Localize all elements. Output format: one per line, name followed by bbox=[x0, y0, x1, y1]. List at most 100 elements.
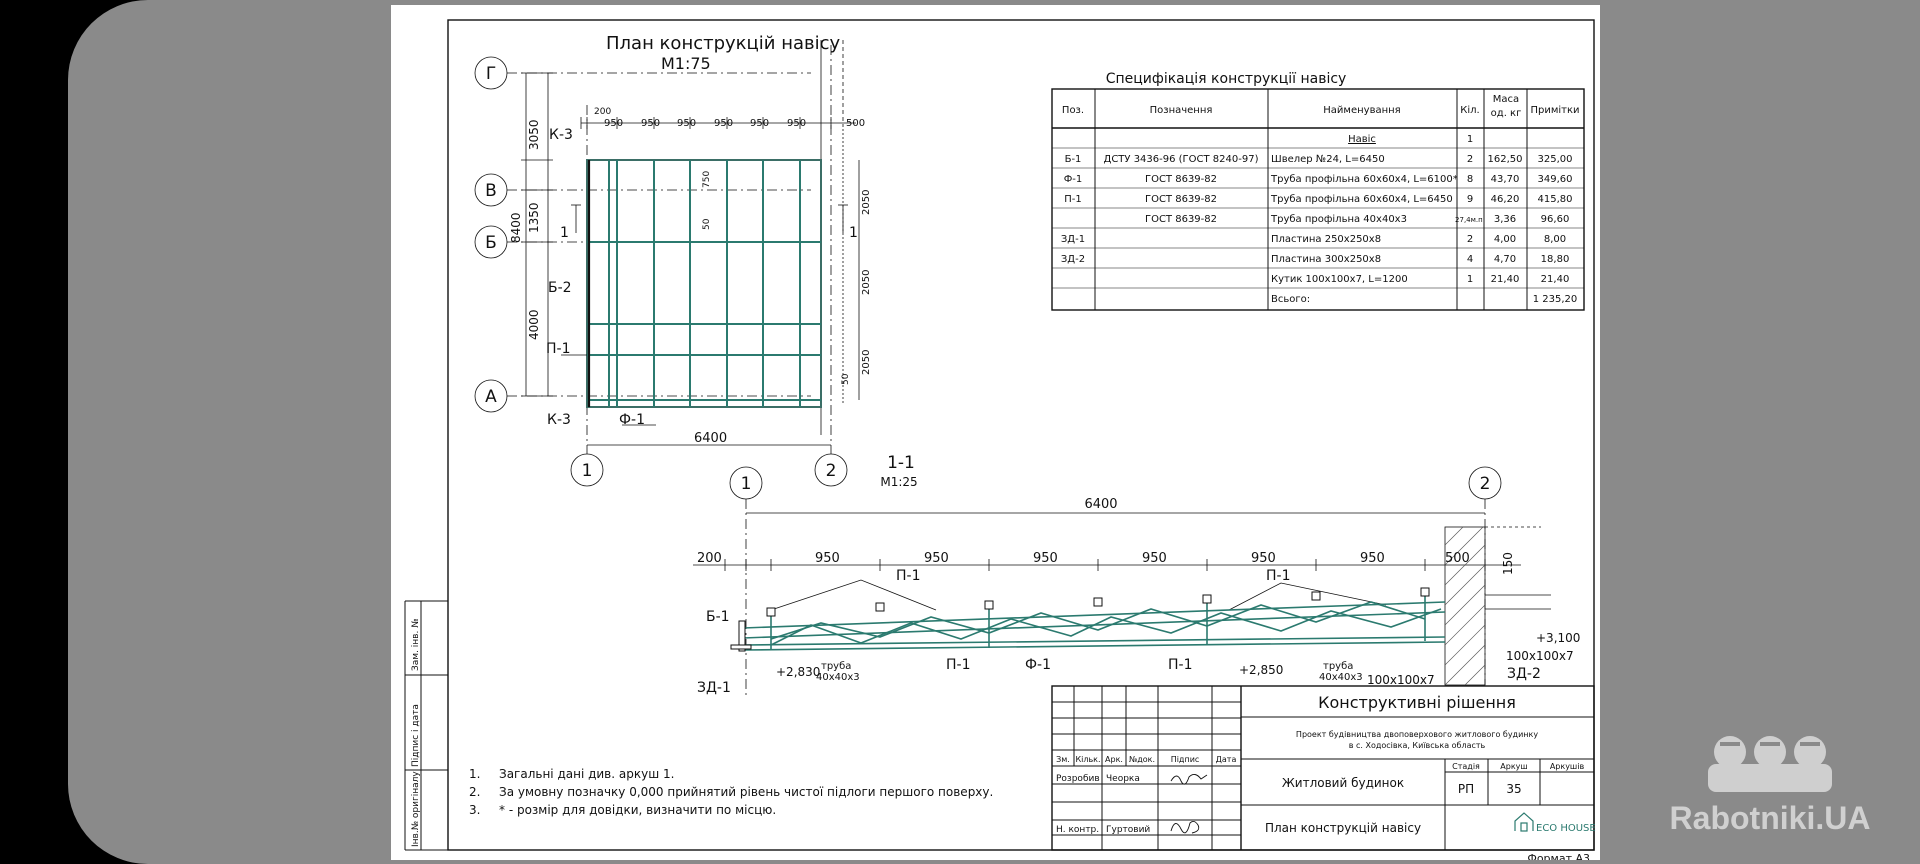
side-stamp-text: Підпис і дата bbox=[411, 704, 421, 767]
spec-cell: Всього: bbox=[1271, 294, 1310, 305]
tb-building: Житловий будинок bbox=[1282, 776, 1404, 790]
note-text: За умовну позначку 0,000 прийнятий рівен… bbox=[499, 785, 993, 799]
inner-frame bbox=[447, 19, 1595, 851]
axis-label-1: 1 bbox=[582, 461, 593, 481]
note-text: Загальні дані див. аркуш 1. bbox=[499, 767, 674, 781]
spec-cell: 96,60 bbox=[1541, 214, 1570, 225]
label-p1-bottom: П-1 bbox=[946, 657, 971, 673]
plan-dim-right: 2050 bbox=[861, 270, 872, 295]
plan-title: План конструкцій навісу bbox=[606, 33, 841, 54]
label-pipe: труба bbox=[821, 661, 851, 672]
tb-person: Чеорка bbox=[1106, 774, 1140, 784]
label-zd1: ЗД-1 bbox=[697, 680, 731, 696]
label-cut-right: 1 bbox=[849, 225, 858, 241]
spec-cell: ГОСТ 8639-82 bbox=[1145, 174, 1217, 185]
label-pipe: труба bbox=[1323, 661, 1353, 672]
workers-helmet-icon bbox=[1708, 736, 1832, 792]
section-dim-total: 6400 bbox=[1084, 497, 1117, 512]
watermark-text: Rabotniki.UA bbox=[1669, 800, 1871, 836]
plan-dim-top: 950 bbox=[750, 118, 769, 129]
axis-label-g: Г bbox=[486, 64, 496, 84]
spec-cell: 9 bbox=[1467, 194, 1473, 205]
notes: 1. Загальні дані див. аркуш 1. 2. За умо… bbox=[469, 767, 993, 817]
spec-cell: П-1 bbox=[1064, 194, 1082, 205]
spec-cell: ЗД-2 bbox=[1061, 254, 1085, 265]
spec-cell: Навіс bbox=[1348, 133, 1376, 145]
label-angle: 100х100х7 bbox=[1506, 649, 1574, 663]
tb-col-head: Дата bbox=[1216, 755, 1237, 764]
title-block: Зм. Кільк. Арк. №док. Підпис Дата Розроб… bbox=[1051, 685, 1596, 860]
plan-dim-top: 500 bbox=[846, 118, 865, 129]
label-k3-bottom: К-3 bbox=[547, 412, 571, 428]
label-b2: Б-2 bbox=[548, 280, 572, 296]
spec-cell: 1 bbox=[1467, 134, 1473, 145]
plan-dim-right: 50 bbox=[841, 373, 851, 385]
plan-dim-left: 8400 bbox=[509, 212, 523, 243]
label-angle: 100х100х7 bbox=[1367, 673, 1435, 687]
spec-header: Примітки bbox=[1530, 104, 1579, 116]
section-dim-150: 150 bbox=[1501, 552, 1515, 575]
plan-dim-right: 2050 bbox=[861, 190, 872, 215]
spec-cell: 2 bbox=[1467, 154, 1473, 165]
spec-cell: 1 bbox=[1467, 274, 1473, 285]
eco-house-logo-icon bbox=[1514, 812, 1534, 832]
plan-dim-top: 950 bbox=[787, 118, 806, 129]
spec-header: Поз. bbox=[1062, 105, 1084, 116]
tb-person: Гуртовий bbox=[1106, 825, 1150, 835]
plan-dim-top: 950 bbox=[714, 118, 733, 129]
plan-scale: М1:75 bbox=[661, 54, 711, 73]
axis-label-v: В bbox=[485, 181, 497, 201]
label-zd2: ЗД-2 bbox=[1507, 666, 1541, 682]
section-dim: 950 bbox=[1033, 551, 1058, 566]
plan-dim-left: 3050 bbox=[527, 119, 541, 150]
spec-cell: 3,36 bbox=[1494, 214, 1516, 225]
tb-col-head: Арк. bbox=[1105, 755, 1123, 764]
signature-mark bbox=[1170, 774, 1208, 785]
plan-dim-top: 950 bbox=[677, 118, 696, 129]
section-drawing: 1-1 М1:25 bbox=[693, 453, 1580, 696]
tb-main-title: Конструктивні рішення bbox=[1318, 693, 1516, 712]
axis-label-a: А bbox=[485, 387, 497, 407]
plan-dim-bottom: 6400 bbox=[694, 431, 727, 446]
spec-cell: ДСТУ 3436-96 (ГОСТ 8240-97) bbox=[1104, 154, 1259, 165]
drawing-sheet: План конструкцій навісу М1:75 Г В Б А 1 … bbox=[391, 5, 1600, 860]
spec-table: Специфікація конструкції навісу Поз. Поз… bbox=[1051, 71, 1585, 311]
spec-cell: 43,70 bbox=[1491, 174, 1520, 185]
spec-cell: Пластина 250х250х8 bbox=[1271, 234, 1381, 245]
spec-cell: 18,80 bbox=[1541, 254, 1570, 265]
spec-cell: Труба профільна 40х40х3 bbox=[1270, 213, 1407, 225]
label-p1-top: П-1 bbox=[896, 568, 921, 584]
spec-cell: Б-1 bbox=[1065, 154, 1082, 165]
spec-cell: 349,60 bbox=[1538, 174, 1573, 185]
tb-col-head: Кільк. bbox=[1075, 755, 1100, 764]
plan-dim-inner: 50 bbox=[702, 218, 712, 230]
section-dim: 950 bbox=[924, 551, 949, 566]
spec-header: Маса од. кг bbox=[1491, 94, 1522, 119]
section-dim: 950 bbox=[1360, 551, 1385, 566]
spec-cell: 162,50 bbox=[1488, 154, 1523, 165]
drawing-canvas: План конструкцій навісу М1:75 Г В Б А 1 … bbox=[404, 19, 1596, 860]
spec-cell: 8,00 bbox=[1544, 234, 1566, 245]
spec-cell: 415,80 bbox=[1538, 194, 1573, 205]
tb-project: Проект будівництва двоповерхового житлов… bbox=[1296, 730, 1538, 739]
plan-dim-left: 4000 bbox=[527, 309, 541, 340]
spec-title: Специфікація конструкції навісу bbox=[1106, 71, 1347, 87]
level-mark: +2,850 bbox=[1239, 663, 1283, 677]
section-dim: 950 bbox=[1142, 551, 1167, 566]
spec-cell: Кутик 100х100х7, L=1200 bbox=[1271, 274, 1408, 285]
label-pipe: 40х40х3 bbox=[816, 672, 860, 683]
plan-dim-right: 2050 bbox=[861, 350, 872, 375]
section-dim: 950 bbox=[815, 551, 840, 566]
tb-sheets-head: Аркушів bbox=[1550, 762, 1585, 771]
label-p1-bottom: П-1 bbox=[1168, 657, 1193, 673]
note-number: 2. bbox=[469, 785, 480, 799]
tb-role: Н. контр. bbox=[1056, 825, 1099, 835]
spec-cell: 2 bbox=[1467, 234, 1473, 245]
tb-role: Розробив bbox=[1056, 774, 1100, 784]
note-number: 3. bbox=[469, 803, 480, 817]
axis-label-b: Б bbox=[485, 233, 497, 253]
spec-cell: ЗД-1 bbox=[1061, 234, 1085, 245]
spec-cell: 4,00 bbox=[1494, 234, 1516, 245]
level-mark: +3,100 bbox=[1536, 631, 1580, 645]
spec-cell: Труба профільна 60х60х4, L=6450 bbox=[1270, 193, 1453, 205]
